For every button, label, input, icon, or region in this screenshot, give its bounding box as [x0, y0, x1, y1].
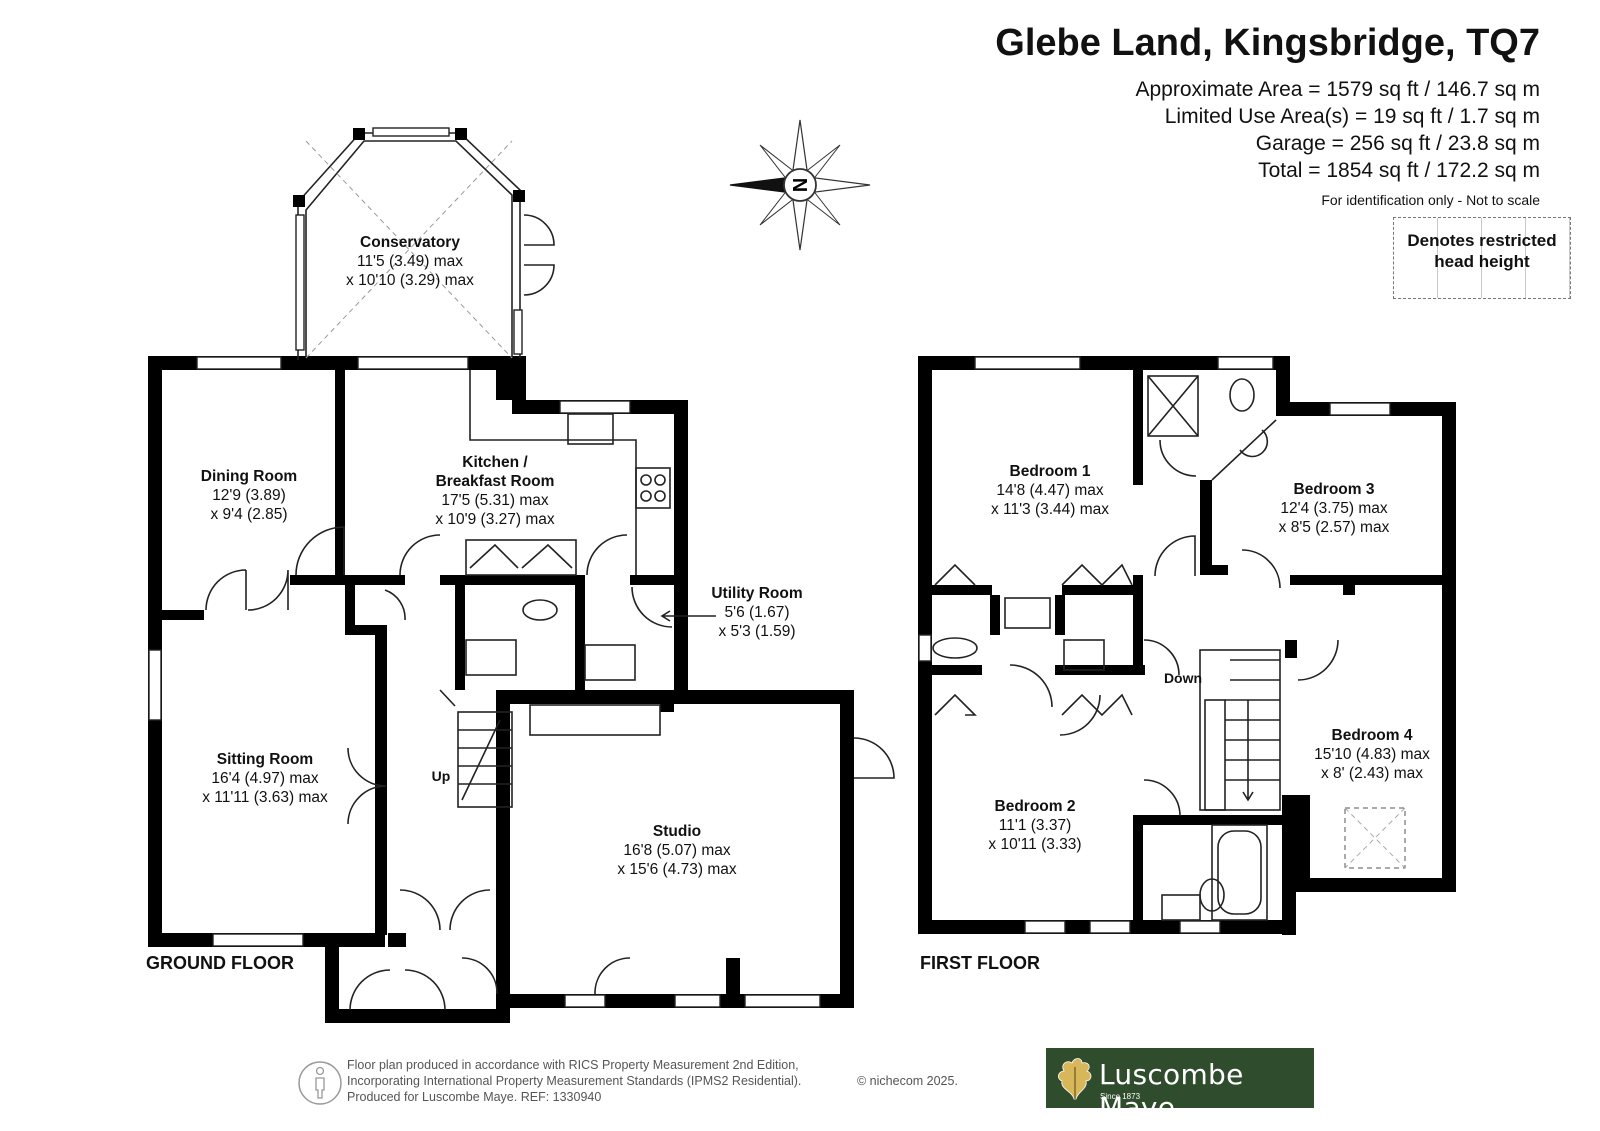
bedroom-3-dim-1: 12'4 (3.75) max	[1280, 500, 1387, 517]
bedroom-3-name: Bedroom 3	[1294, 481, 1375, 498]
property-title: Glebe Land, Kingsbridge, TQ7	[995, 22, 1540, 64]
conservatory-dim-2: x 10'10 (3.29) max	[346, 272, 474, 289]
scale-disclaimer: For identification only - Not to scale	[1321, 192, 1540, 208]
utility-room-name: Utility Room	[711, 585, 802, 602]
oak-leaf-icon	[1058, 1058, 1092, 1100]
bedroom-2-name: Bedroom 2	[995, 798, 1076, 815]
sitting-room-dim-2: x 11'11 (3.63) max	[202, 789, 328, 806]
approximate-area: Approximate Area = 1579 sq ft / 146.7 sq…	[1135, 78, 1541, 101]
bedroom-4-name: Bedroom 4	[1332, 727, 1413, 744]
footer-notes: Floor plan produced in accordance with R…	[347, 1057, 958, 1105]
dining-room-name: Dining Room	[201, 468, 297, 485]
bedroom-2-dim-1: 11'1 (3.37)	[999, 817, 1071, 834]
bedroom-1-dim-2: x 11'3 (3.44) max	[991, 501, 1109, 518]
studio-name: Studio	[653, 823, 701, 840]
footer-line-1: Floor plan produced in accordance with R…	[347, 1058, 799, 1072]
kitchen-dim-2: x 10'9 (3.27) max	[435, 511, 555, 528]
brand-since: Since 1873	[1100, 1092, 1141, 1101]
footer-line-3: Produced for Luscombe Maye. REF: 1330940	[347, 1090, 602, 1104]
studio-dim-2: x 15'6 (4.73) max	[617, 861, 737, 878]
restricted-height-legend: Denotes restricted head height	[1393, 217, 1571, 299]
brand-logo: Luscombe Maye Since 1873	[1046, 1048, 1314, 1124]
copyright: © nichecom 2025.	[857, 1074, 958, 1088]
limited-use-area: Limited Use Area(s) = 19 sq ft / 1.7 sq …	[1164, 105, 1540, 128]
conservatory-dim-1: 11'5 (3.49) max	[357, 253, 463, 270]
compass-rose-icon: N	[729, 119, 871, 251]
dining-room-dim-1: 12'9 (3.89)	[212, 487, 286, 504]
bedroom-3-dim-2: x 8'5 (2.57) max	[1279, 519, 1390, 536]
bedroom-4-dim-1: 15'10 (4.83) max	[1314, 746, 1430, 763]
legend-line-2: head height	[1434, 252, 1530, 271]
stairs-up-label: Up	[432, 768, 451, 784]
stairs-down-label: Down	[1164, 670, 1202, 686]
utility-room-dim-1: 5'6 (1.67)	[725, 604, 790, 621]
brand-name: Luscombe Maye	[1099, 1058, 1244, 1124]
utility-arrow-icon	[660, 610, 716, 622]
ground-floor-plan	[148, 127, 895, 1023]
dining-room-dim-2: x 9'4 (2.85)	[210, 506, 287, 523]
studio-dim-1: 16'8 (5.07) max	[623, 842, 730, 859]
conservatory-name: Conservatory	[360, 234, 460, 251]
kitchen-name-2: Breakfast Room	[436, 473, 555, 490]
sitting-room-dim-1: 16'4 (4.97) max	[211, 770, 318, 787]
first-floor-label: FIRST FLOOR	[920, 953, 1040, 973]
legend-line-1: Denotes restricted	[1407, 231, 1557, 250]
bedroom-2-dim-2: x 10'11 (3.33)	[988, 836, 1081, 853]
bedroom-1-name: Bedroom 1	[1010, 463, 1091, 480]
bedroom-1-dim-1: 14'8 (4.47) max	[996, 482, 1103, 499]
garage-area: Garage = 256 sq ft / 23.8 sq m	[1255, 132, 1540, 155]
utility-room-dim-2: x 5'3 (1.59)	[718, 623, 795, 640]
kitchen-dim-1: 17'5 (5.31) max	[441, 492, 548, 509]
first-floor-plan	[918, 356, 1456, 935]
sitting-room-name: Sitting Room	[217, 751, 313, 768]
bedroom-4-dim-2: x 8' (2.43) max	[1321, 765, 1423, 782]
footer-line-2: Incorporating International Property Mea…	[347, 1074, 802, 1088]
ipms-person-icon	[298, 1061, 342, 1105]
ground-floor-label: GROUND FLOOR	[146, 953, 294, 973]
compass-letter: N	[788, 178, 810, 192]
kitchen-name-1: Kitchen /	[462, 454, 528, 471]
total-area: Total = 1854 sq ft / 172.2 sq m	[1258, 159, 1540, 182]
